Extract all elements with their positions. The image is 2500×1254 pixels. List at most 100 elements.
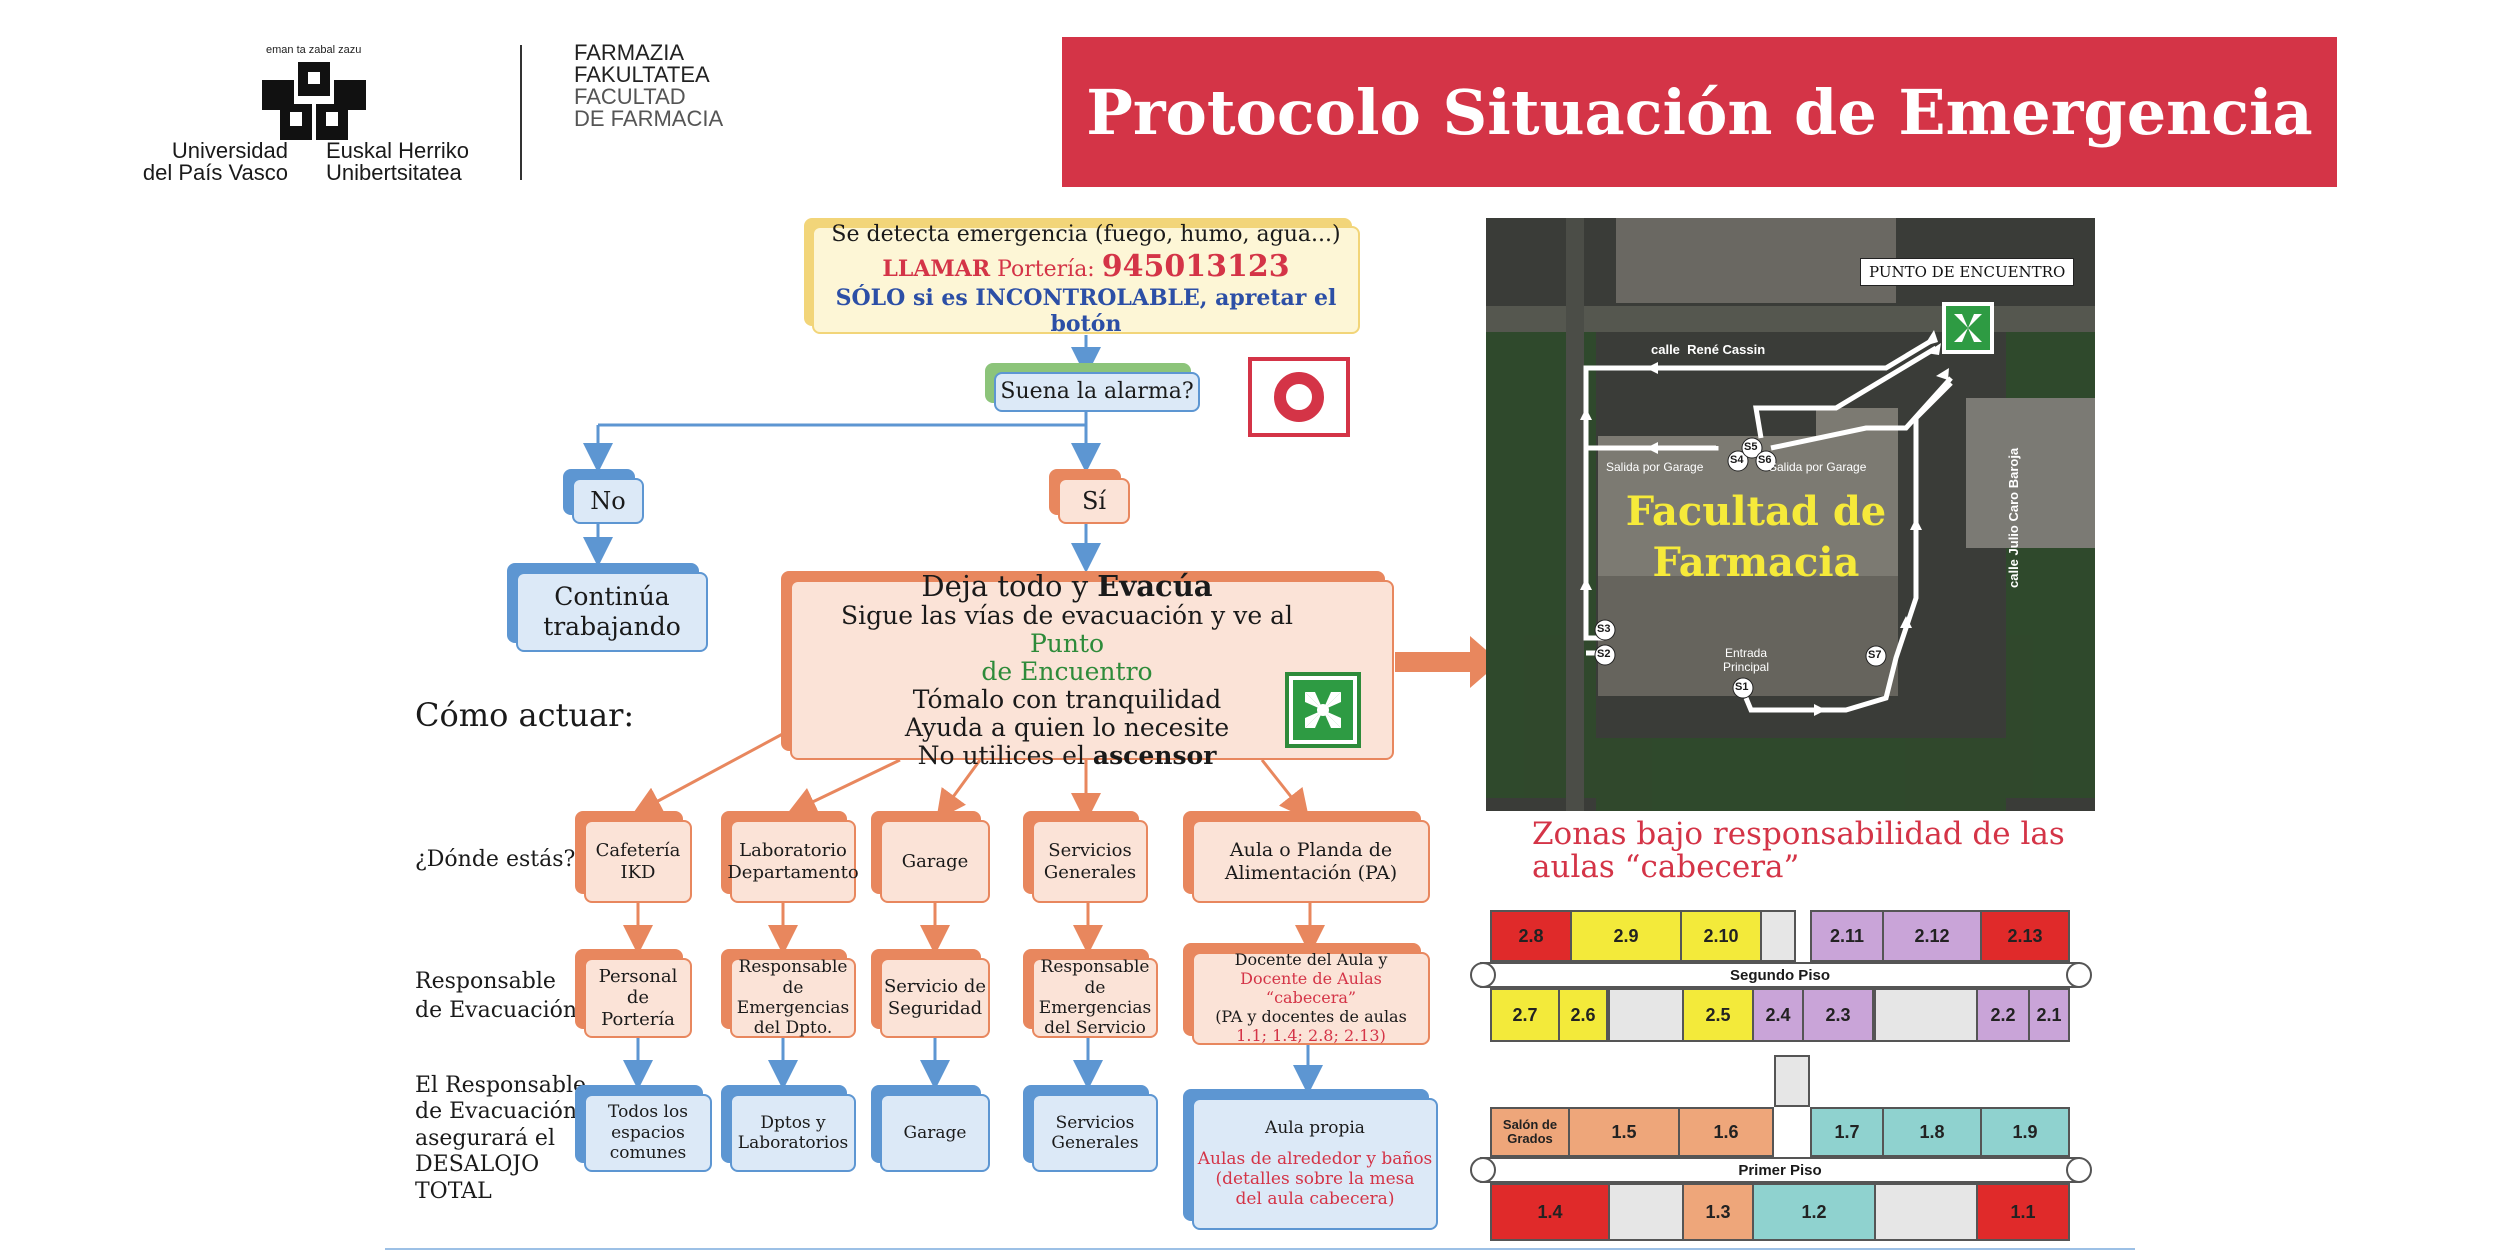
- no-label: No: [590, 486, 626, 515]
- faculty-eu-2: FAKULTATEA: [574, 62, 710, 87]
- room-1-3: 1.3: [1682, 1183, 1754, 1241]
- main-entrance-label: Entrada Principal: [1722, 646, 1770, 675]
- f2-corridor-end-right: [2066, 962, 2092, 988]
- exit-s3: S3: [1597, 623, 1611, 635]
- room-2-10: 2.10: [1680, 910, 1762, 962]
- room-2-11: 2.11: [1810, 910, 1884, 962]
- continue-working-box: Continúa trabajando: [516, 572, 708, 652]
- bottom-rule: [385, 1248, 2135, 1250]
- ascensor-word: ascensor: [1092, 741, 1217, 771]
- evac-line-1: Sigue las vías de evacuación y ve al Pun…: [841, 601, 1293, 659]
- f1-stair-right: [1874, 1183, 1978, 1241]
- exit-s6: S6: [1758, 454, 1772, 466]
- continue-line-1: Continúa: [554, 582, 670, 611]
- exit-s5: S5: [1744, 441, 1758, 453]
- street-top-label: calle René Cassin: [1651, 342, 1766, 357]
- f1-corridor-end-right: [2066, 1157, 2092, 1183]
- call-place: Portería:: [997, 256, 1095, 282]
- room-2-9: 2.9: [1570, 910, 1682, 962]
- exit-s4: S4: [1730, 454, 1744, 466]
- exit-s1: S1: [1735, 681, 1749, 693]
- title-banner: Protocolo Situación de Emergencia: [1062, 37, 2337, 187]
- exit-s2: S2: [1597, 648, 1611, 660]
- f1-corridor-end-left: [1470, 1157, 1496, 1183]
- evacuate-box: Deja todo y Evacúa Sigue las vías de eva…: [790, 570, 1394, 770]
- alarm-question: Suena la alarma?: [1000, 378, 1194, 404]
- street-right-label: calle Julio Caro Baroja: [2006, 447, 2021, 588]
- f2-stair-top: [1760, 910, 1796, 962]
- phone-number[interactable]: 945013123: [1101, 248, 1290, 284]
- room-1-2: 1.2: [1752, 1183, 1876, 1241]
- alarm-button-icon[interactable]: [1248, 357, 1350, 437]
- room-2-13: 2.13: [1980, 910, 2070, 962]
- evac-line-3: Tómalo con tranquilidad: [912, 685, 1222, 715]
- faculty-eu-1: FARMAZIA: [574, 40, 685, 65]
- room-2-2: 2.2: [1976, 988, 2030, 1042]
- room-1-9: 1.9: [1980, 1107, 2070, 1157]
- where-garage: Garage: [880, 820, 990, 903]
- only-if-line: SÓLO si es INCONTROLABLE, apretar el bot…: [835, 284, 1337, 338]
- room-salon-grados: Salón de Grados: [1490, 1107, 1570, 1157]
- room-2-3: 2.3: [1802, 988, 1874, 1042]
- upv-logo: eman ta zabal zazu Universidad del País …: [140, 40, 470, 190]
- evac-line-5: No utilices el ascensor: [917, 741, 1217, 771]
- upv-name-eu-2: Unibertsitatea: [326, 160, 462, 185]
- exit-garage-right: Salida por Garage: [1769, 460, 1867, 474]
- room-2-7: 2.7: [1490, 988, 1560, 1042]
- call-word: LLAMAR: [882, 255, 991, 282]
- upv-logo-icon: [262, 62, 366, 140]
- exit-garage-left: Salida por Garage: [1606, 460, 1704, 474]
- second-floor-plan: 2.8 2.9 2.10 2.11 2.12 2.13 Segundo Piso…: [1470, 900, 2110, 1080]
- como-actuar: Cómo actuar:: [415, 696, 635, 734]
- room-2-4: 2.4: [1752, 988, 1804, 1042]
- building-label: Facultad de Farmacia: [1625, 488, 1887, 587]
- resp-docente: Docente del Aula y Docente de Aulas “cab…: [1192, 950, 1430, 1045]
- where-label: ¿Dónde estás?: [415, 847, 576, 872]
- upv-name-es-2: del País Vasco: [142, 160, 288, 185]
- emergency-detect-box: Se detecta emergencia (fuego, humo, agua…: [812, 222, 1360, 337]
- room-1-1: 1.1: [1976, 1183, 2070, 1241]
- room-2-6: 2.6: [1558, 988, 1608, 1042]
- faculty-es-1: FACULTAD: [574, 84, 686, 109]
- header-divider: [520, 45, 522, 180]
- zones-title: Zonas bajo responsabilidad de las aulas …: [1532, 816, 2065, 885]
- first-floor-plan: Salón de Grados 1.5 1.6 1.7 1.8 1.9 Prim…: [1470, 1055, 2110, 1250]
- si-label: Sí: [1081, 486, 1107, 515]
- assembly-point-icon: [1285, 672, 1361, 748]
- area-garage: Garage: [880, 1094, 990, 1172]
- evac-line-4: Ayuda a quien lo necesite: [904, 713, 1230, 743]
- continue-line-2: trabajando: [543, 612, 681, 641]
- upv-name-es-1: Universidad: [171, 138, 288, 163]
- punto-link: Punto: [1029, 629, 1105, 659]
- upv-name-eu-1: Euskal Herriko: [326, 138, 470, 163]
- room-1-4: 1.4: [1490, 1183, 1610, 1241]
- faculty-name: FARMAZIA FAKULTATEA FACULTAD DE FARMACIA: [574, 42, 723, 130]
- faculty-es-2: DE FARMACIA: [574, 106, 724, 131]
- f2-stair-left: [1608, 988, 1684, 1042]
- area-aula: Aula propia Aulas de alrededor y baños (…: [1192, 1098, 1438, 1230]
- room-1-8: 1.8: [1882, 1107, 1982, 1157]
- f2-corridor: Segundo Piso: [1480, 962, 2080, 988]
- f1-stair-left: [1608, 1183, 1684, 1241]
- room-2-5: 2.5: [1682, 988, 1754, 1042]
- evac-line-2: de Encuentro: [981, 657, 1153, 687]
- responsible-label: Responsable de Evacuación: [415, 969, 578, 1023]
- room-2-12: 2.12: [1882, 910, 1982, 962]
- detect-line: Se detecta emergencia (fuego, humo, agua…: [831, 222, 1341, 248]
- room-2-8: 2.8: [1490, 910, 1572, 962]
- meeting-point-label: PUNTO DE ENCUENTRO: [1860, 258, 2075, 286]
- no-box: No: [572, 478, 644, 524]
- page-title: Protocolo Situación de Emergencia: [1086, 75, 2313, 149]
- room-1-6: 1.6: [1678, 1107, 1774, 1157]
